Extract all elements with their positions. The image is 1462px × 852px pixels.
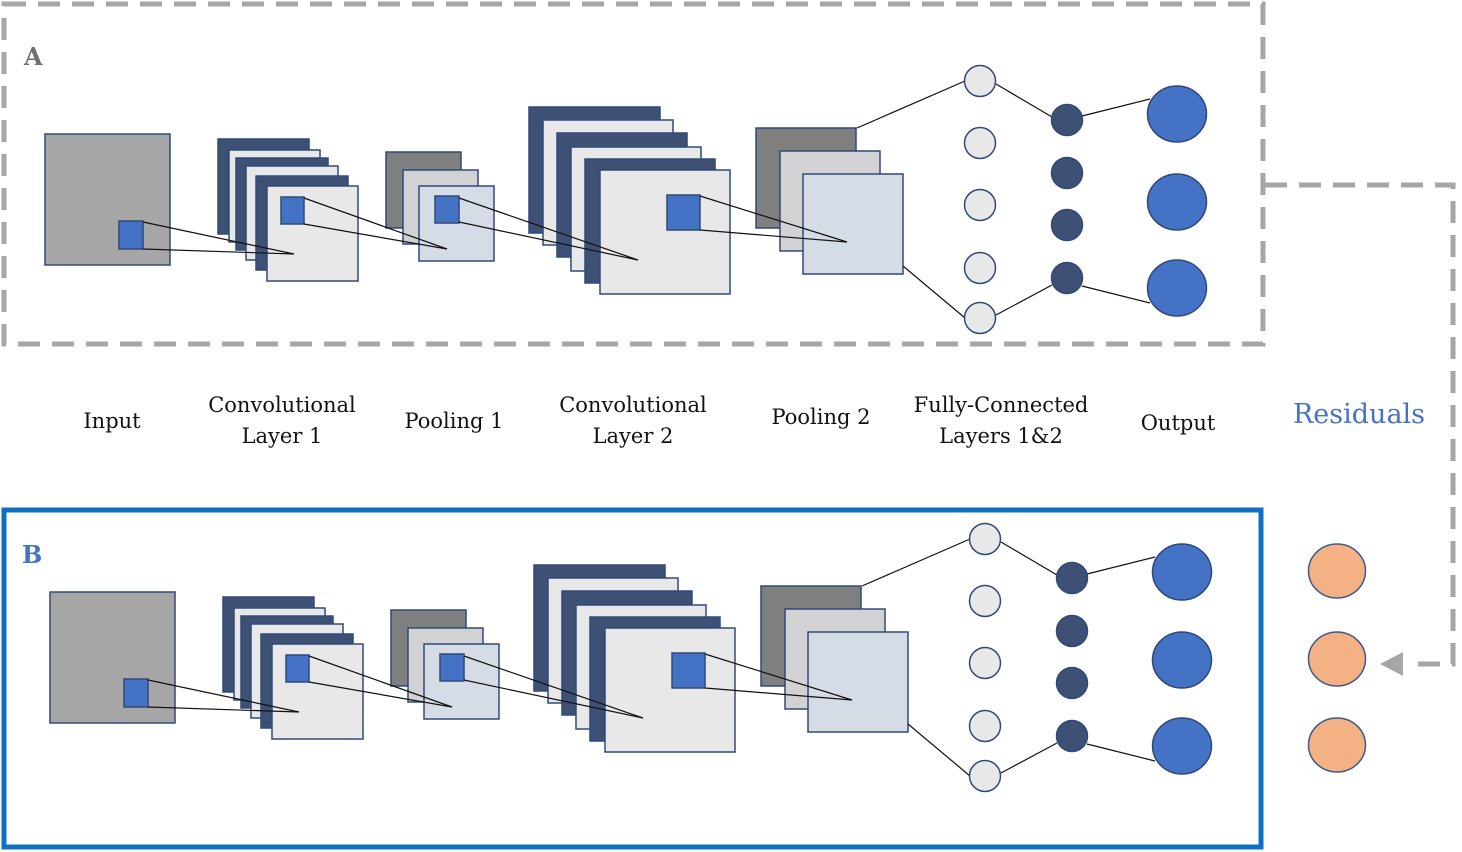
fc2-node bbox=[1050, 261, 1084, 295]
label-pool1: Pooling 1 bbox=[404, 409, 504, 433]
panel-a-network bbox=[1, 1, 1266, 347]
fc1-node bbox=[963, 126, 997, 160]
kernel-projection-line bbox=[308, 655, 453, 708]
fc2-node bbox=[1050, 156, 1084, 190]
label-pool2: Pooling 2 bbox=[771, 405, 871, 429]
fc-connection-line bbox=[861, 538, 971, 587]
kernel-projection-line bbox=[303, 223, 448, 250]
output-node bbox=[1146, 173, 1208, 231]
pool1-kernel bbox=[439, 653, 465, 682]
pool2-map bbox=[807, 631, 909, 733]
panel-b-frame bbox=[1, 507, 1264, 850]
residual-node bbox=[1307, 631, 1367, 687]
kernel-projection-line bbox=[458, 197, 639, 261]
label-conv2: Convolutional Layer 2 bbox=[559, 393, 707, 448]
panel-b-network bbox=[1, 507, 1264, 850]
fc-connection-line bbox=[907, 723, 971, 777]
label-input: Input bbox=[83, 409, 141, 433]
residuals-label: Residuals bbox=[1292, 399, 1426, 430]
kernel-projection-line bbox=[699, 229, 848, 243]
conv2-kernel bbox=[666, 194, 701, 231]
kernel-projection-line bbox=[303, 197, 448, 250]
fc-connection-line bbox=[1086, 556, 1156, 575]
kernel-projection-line bbox=[463, 679, 644, 719]
fc-connection-line bbox=[1086, 743, 1156, 762]
fc-connection-line bbox=[856, 80, 966, 129]
fc2-node bbox=[1055, 561, 1089, 595]
residual-connection bbox=[1265, 182, 1456, 773]
arrowhead-icon bbox=[1380, 652, 1403, 676]
fc-connection-line bbox=[1000, 742, 1058, 774]
fc1-node bbox=[963, 251, 997, 285]
kernel-projection-line bbox=[699, 195, 848, 243]
kernel-projection-line bbox=[147, 706, 300, 713]
fc-connection-line bbox=[995, 83, 1053, 118]
fc2-node bbox=[1050, 103, 1084, 137]
fc1-node bbox=[968, 522, 1002, 556]
fc1-node bbox=[968, 709, 1002, 743]
kernel-projection-line bbox=[458, 221, 639, 261]
output-node bbox=[1151, 543, 1213, 601]
fc2-node bbox=[1055, 614, 1089, 648]
input-map bbox=[44, 133, 171, 266]
kernel-projection-line bbox=[704, 653, 853, 701]
fc2-node bbox=[1055, 666, 1089, 700]
fc-connection-line bbox=[995, 284, 1053, 316]
kernel-projection-line bbox=[147, 679, 300, 713]
conv1-kernel bbox=[280, 196, 305, 225]
panel-a-frame bbox=[1, 1, 1266, 347]
residual-node bbox=[1307, 543, 1367, 599]
fc2-node bbox=[1055, 719, 1089, 753]
kernel-projection-line bbox=[463, 655, 644, 719]
kernel-projection-line bbox=[704, 687, 853, 701]
fc1-node bbox=[968, 646, 1002, 680]
fc-connection-line bbox=[1081, 285, 1151, 304]
label-output: Output bbox=[1140, 411, 1216, 435]
conv2-map bbox=[604, 627, 736, 753]
input-map bbox=[49, 591, 176, 724]
output-node bbox=[1151, 631, 1213, 689]
label-conv1: Convolutional Layer 1 bbox=[208, 393, 356, 448]
output-node bbox=[1146, 85, 1208, 143]
residual-dashed-connector bbox=[1265, 182, 1456, 667]
fc1-node bbox=[963, 188, 997, 222]
output-node bbox=[1146, 259, 1208, 317]
pool2-map bbox=[802, 173, 904, 275]
kernel-projection-line bbox=[142, 248, 295, 255]
conv1-kernel bbox=[285, 654, 310, 683]
residual-node bbox=[1307, 717, 1367, 773]
kernel-projection-line bbox=[308, 681, 453, 708]
label-fully-connected: Fully-Connected Layers 1&2 bbox=[913, 393, 1089, 448]
panel-b-letter: B bbox=[22, 540, 43, 569]
fc1-node bbox=[963, 301, 997, 335]
fc2-node bbox=[1050, 208, 1084, 242]
fc-connection-line bbox=[902, 265, 966, 319]
pool1-kernel bbox=[434, 195, 460, 224]
fc1-node bbox=[968, 584, 1002, 618]
fc1-node bbox=[963, 64, 997, 98]
input-kernel bbox=[118, 220, 144, 250]
conv2-map bbox=[599, 169, 731, 295]
fc1-node bbox=[968, 759, 1002, 793]
fc-connection-line bbox=[1000, 541, 1058, 576]
panel-a-letter: A bbox=[24, 42, 43, 71]
fc-connection-line bbox=[1081, 98, 1151, 117]
kernel-projection-line bbox=[142, 221, 295, 255]
conv2-kernel bbox=[671, 652, 706, 689]
output-node bbox=[1151, 717, 1213, 775]
input-kernel bbox=[123, 678, 149, 708]
